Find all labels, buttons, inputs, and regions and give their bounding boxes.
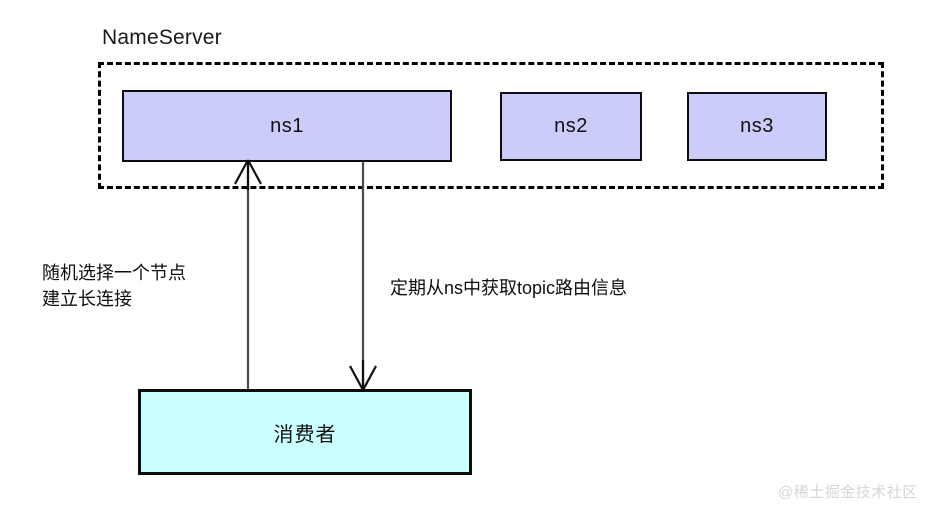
connector-label-consumer-to-ns1: 随机选择一个节点 建立长连接: [42, 260, 186, 312]
node-consumer-label: 消费者: [273, 423, 337, 446]
nameserver-group-title: NameServer: [102, 26, 222, 49]
connector-label-line-2: 建立长连接: [42, 289, 132, 310]
watermark: @稀土掘金技术社区: [778, 484, 918, 501]
node-ns3-label: ns3: [740, 115, 774, 137]
node-ns1[interactable]: ns1: [122, 90, 452, 162]
node-ns1-label: ns1: [270, 114, 304, 137]
connector-label-ns1-to-consumer: 定期从ns中获取topic路由信息: [390, 275, 627, 301]
connector-label-line-1: 随机选择一个节点: [42, 263, 186, 283]
node-ns2-label: ns2: [554, 115, 588, 137]
connector-label-line-1: 定期从ns中获取topic路由信息: [390, 278, 628, 298]
node-ns2[interactable]: ns2: [500, 92, 642, 161]
node-ns3[interactable]: ns3: [687, 92, 827, 161]
nameserver-group-boundary: [98, 62, 884, 189]
connector-consumer-to-ns1: [234, 159, 262, 389]
connector-ns1-to-consumer: [349, 162, 377, 391]
node-consumer[interactable]: 消费者: [138, 389, 472, 475]
